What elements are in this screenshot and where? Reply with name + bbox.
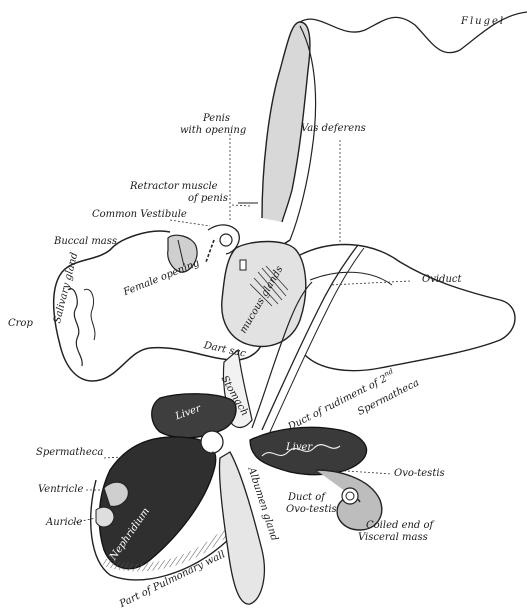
- label-coiled-end: Coiled end of: [366, 520, 433, 531]
- label-common-vestibule: Common Vestibule: [92, 209, 187, 220]
- label-auricle: Auricle: [46, 517, 82, 528]
- label-flugel: Flugel: [461, 16, 505, 27]
- label-crop: Crop: [8, 318, 33, 329]
- label-with-opening: with opening: [180, 125, 246, 136]
- ovo-testis-coil: [342, 488, 358, 504]
- penis-tube: [262, 22, 310, 222]
- label-ovo-testis: Ovo-testis: [394, 468, 445, 479]
- label-vas-deferens: Vas deferens: [301, 123, 366, 134]
- spermatheca-sac: [201, 431, 223, 453]
- label-retractor: Retractor muscle: [130, 181, 218, 192]
- label-ventricle: Ventricle: [38, 484, 83, 495]
- label-liver-right: Liver: [286, 442, 312, 453]
- label-spermatheca-left: Spermatheca: [36, 447, 103, 458]
- label-ovo-testis-2: Ovo-testis: [286, 504, 337, 515]
- auricle: [96, 507, 114, 527]
- label-duct-of: Duct of: [288, 492, 325, 503]
- label-penis: Penis: [203, 113, 230, 124]
- oviduct-lobe: [300, 245, 515, 371]
- label-buccal-mass: Buccal mass: [54, 236, 117, 247]
- salivary-gland: [68, 289, 82, 366]
- label-of-penis: of penis: [188, 193, 228, 204]
- label-oviduct: Oviduct: [422, 274, 462, 285]
- oviduct-inner: [310, 272, 392, 285]
- label-visceral-mass: Visceral mass: [358, 532, 428, 543]
